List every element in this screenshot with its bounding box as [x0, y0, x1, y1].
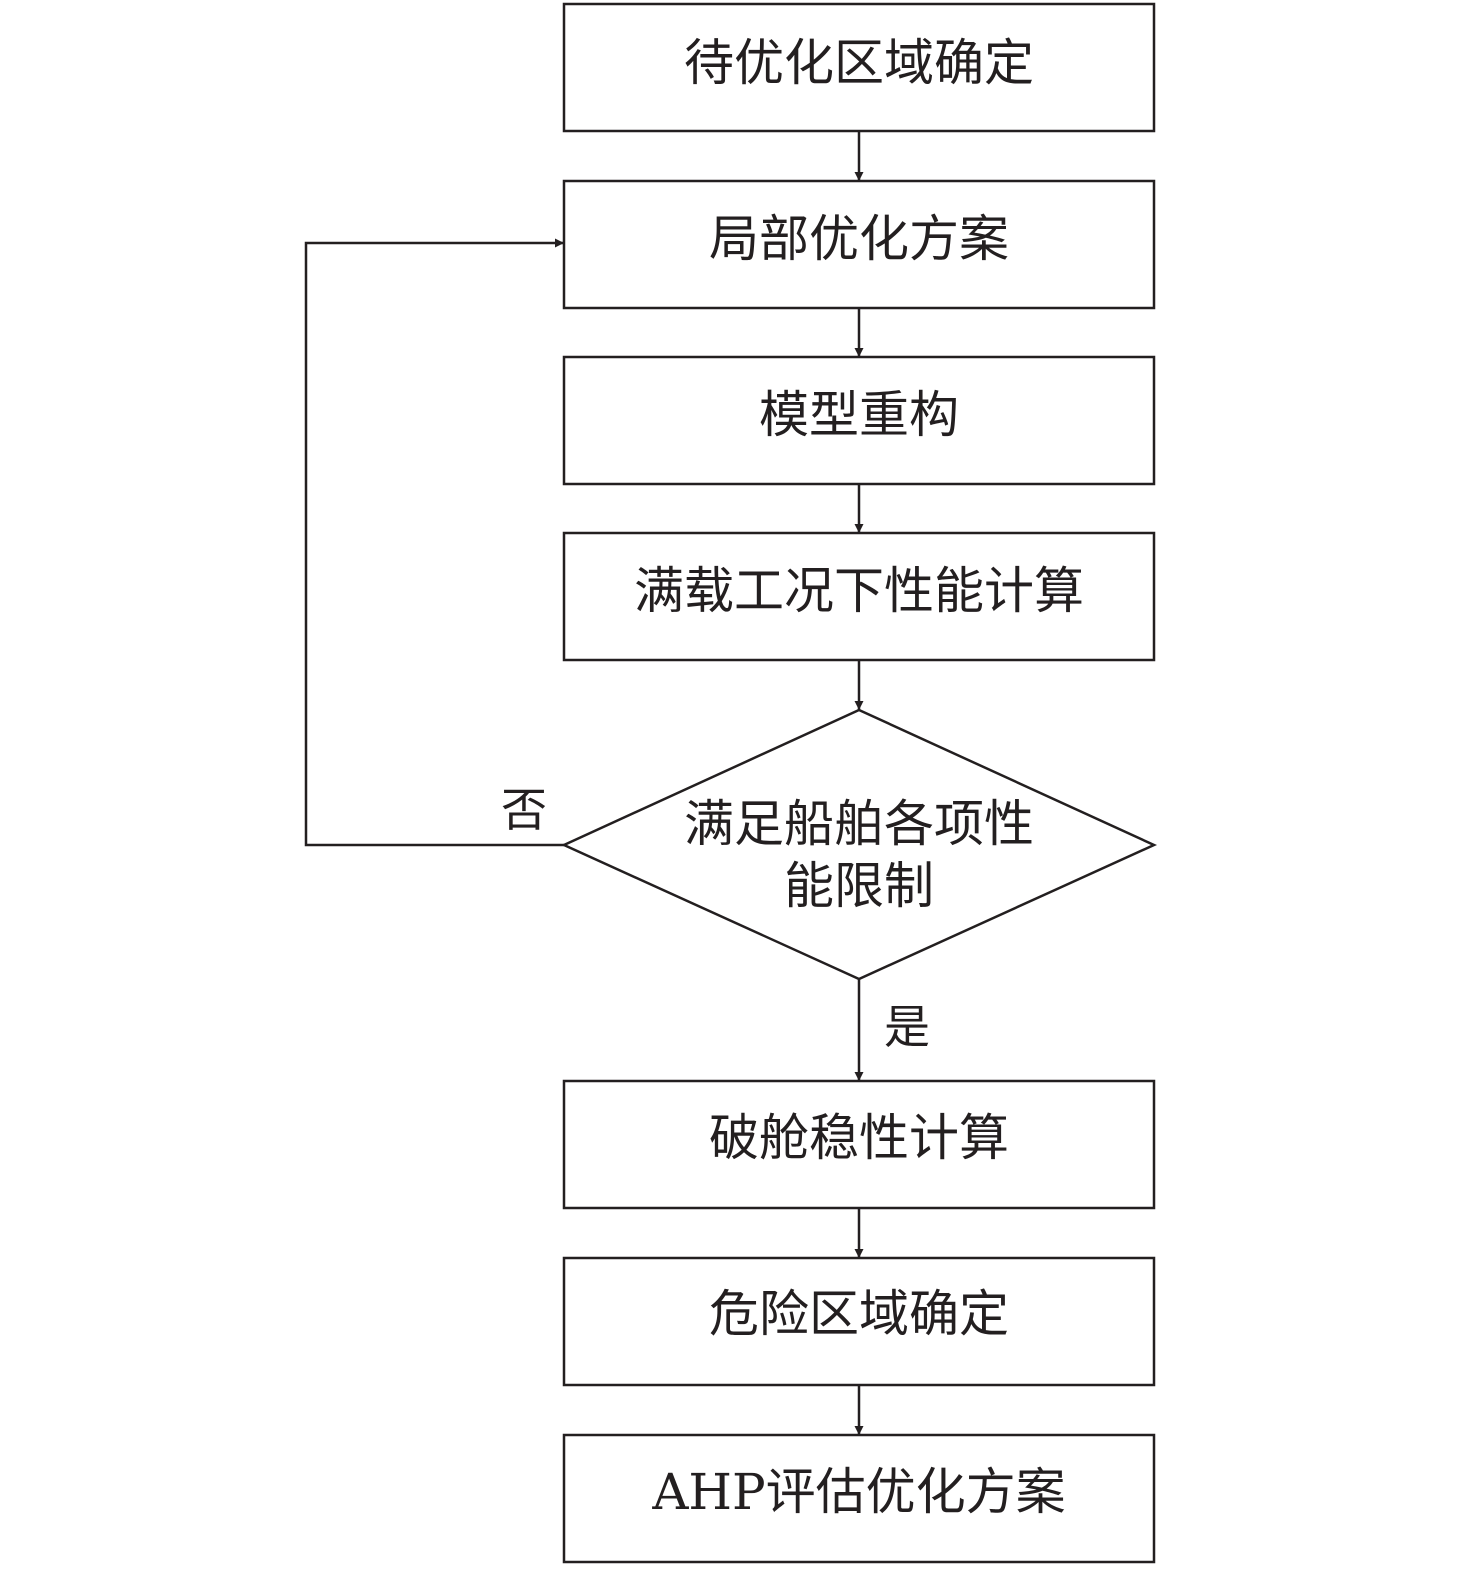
- step-danger-region-label: 危险区域确定: [709, 1285, 1009, 1343]
- step-model-rebuild-label: 模型重构: [759, 386, 959, 444]
- step-local-plan-label: 局部优化方案: [709, 210, 1009, 268]
- step-determine-region: 待优化区域确定: [562, 2, 1156, 133]
- step-ahp-evaluation: AHP评估优化方案: [562, 1433, 1156, 1564]
- step-determine-region-label: 待优化区域确定: [684, 34, 1034, 92]
- step-full-load-calc-label: 满载工况下性能计算: [634, 562, 1084, 620]
- decision-performance-limits: 满足船舶各项性 能限制: [560, 708, 1158, 981]
- step-model-rebuild: 模型重构: [562, 355, 1156, 486]
- step-damage-stability-calc-label: 破舱稳性计算: [709, 1109, 1009, 1167]
- branch-label-yes: 是: [884, 1000, 930, 1054]
- decision-label-line1: 满足船舶各项性: [684, 795, 1034, 853]
- step-full-load-calc: 满载工况下性能计算: [562, 531, 1156, 662]
- arrow-decision-no-loop: [304, 238, 564, 847]
- branch-label-no: 否: [501, 783, 547, 837]
- step-ahp-evaluation-label: AHP评估优化方案: [651, 1463, 1065, 1521]
- step-damage-stability-calc: 破舱稳性计算: [562, 1079, 1156, 1210]
- step-danger-region: 危险区域确定: [562, 1256, 1156, 1387]
- step-local-plan: 局部优化方案: [562, 179, 1156, 310]
- decision-label-line2: 能限制: [784, 857, 934, 915]
